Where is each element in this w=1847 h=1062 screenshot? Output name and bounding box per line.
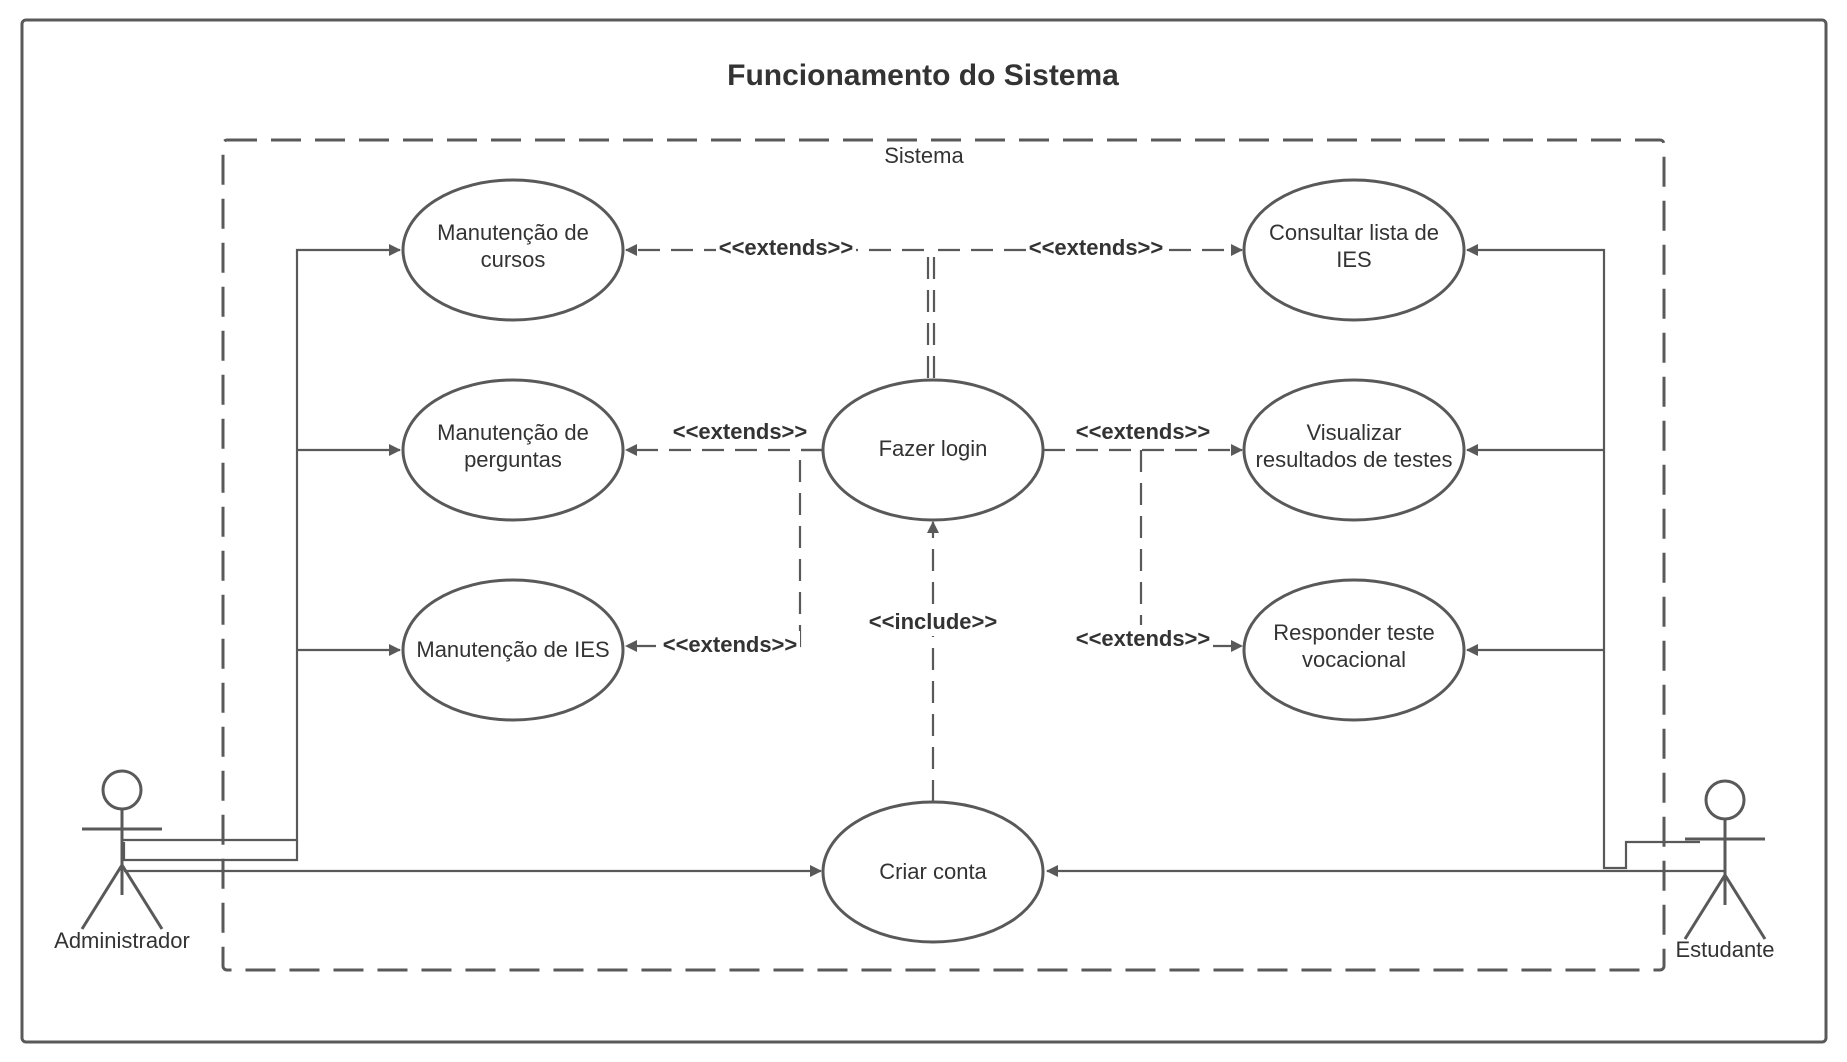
use-case-manutencao-cursos: Manutenção de cursos <box>401 178 625 322</box>
use-case-label: Criar conta <box>879 859 987 884</box>
dependency-relations <box>625 244 1243 802</box>
extends-login-consultar <box>932 244 1243 378</box>
system-boundary-label: Sistema <box>884 143 964 168</box>
extends-login-cursos <box>625 244 930 378</box>
label-extends-consultar: <<extends>> <box>1029 235 1164 260</box>
assoc-admin-link <box>122 840 299 862</box>
use-case-consultar-lista-ies: Consultar lista de IES <box>1242 178 1466 322</box>
actor-estudante: Estudante <box>1675 779 1775 962</box>
use-case-label: vocacional <box>1302 647 1406 672</box>
use-case-criar-conta: Criar conta <box>821 800 1045 944</box>
system-boundary <box>221 138 1666 972</box>
use-case-label: Manutenção de <box>437 420 589 445</box>
relation-labels: <<extends>> <<extends>> <<extends>> <<ex… <box>660 234 1213 659</box>
diagram-title: Funcionamento do Sistema <box>727 59 1119 92</box>
use-case-manutencao-perguntas: Manutenção de perguntas <box>401 378 625 522</box>
use-case-label: Manutenção de IES <box>416 637 609 662</box>
use-case-label: Visualizar <box>1307 420 1402 445</box>
use-case-label: cursos <box>481 247 546 272</box>
assoc-student-consultar <box>1466 244 1700 870</box>
use-case-label: Fazer login <box>879 436 988 461</box>
actor-label-estudante: Estudante <box>1675 937 1774 962</box>
use-case-label: IES <box>1336 247 1371 272</box>
actor-administrador: Administrador <box>54 769 190 953</box>
use-case-responder-teste: Responder teste vocacional <box>1242 578 1466 722</box>
label-extends-cursos: <<extends>> <box>719 235 854 260</box>
student-associations <box>1046 244 1725 877</box>
outer-frame <box>20 18 1828 1044</box>
extends-login-ies <box>625 448 823 652</box>
use-case-label: resultados de testes <box>1256 447 1453 472</box>
label-extends-perguntas: <<extends>> <box>673 419 808 444</box>
label-extends-responder: <<extends>> <box>1076 626 1211 651</box>
actor-label-administrador: Administrador <box>54 928 190 953</box>
label-include-criar: <<include>> <box>869 609 997 634</box>
use-case-visualizar-resultados: Visualizar resultados de testes <box>1242 378 1466 522</box>
extends-login-responder <box>1139 450 1243 652</box>
use-case-label: Responder teste <box>1273 620 1434 645</box>
use-case-label: perguntas <box>464 447 562 472</box>
use-case-label: Consultar lista de <box>1269 220 1439 245</box>
stick-figure-icon <box>80 769 164 930</box>
use-case-manutencao-ies: Manutenção de IES <box>401 578 625 722</box>
stick-figure-icon <box>1683 779 1767 940</box>
label-extends-visualizar: <<extends>> <box>1076 419 1211 444</box>
assoc-admin-cursos <box>122 244 401 842</box>
label-extends-ies: <<extends>> <box>663 632 798 657</box>
use-case-fazer-login: Fazer login <box>821 378 1045 522</box>
use-case-label: Manutenção de <box>437 220 589 245</box>
admin-associations <box>122 244 822 877</box>
